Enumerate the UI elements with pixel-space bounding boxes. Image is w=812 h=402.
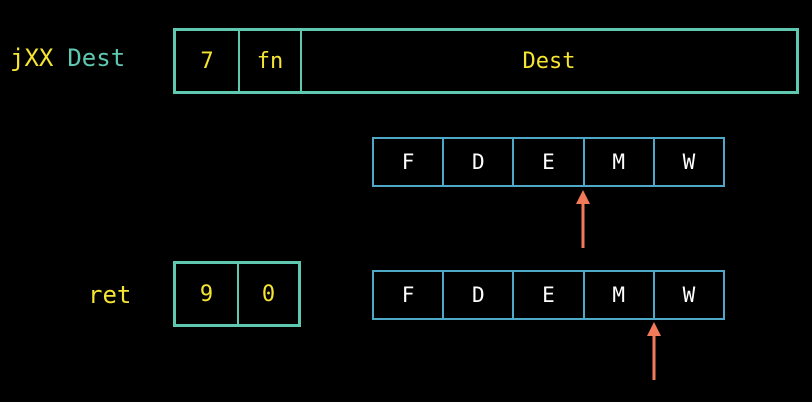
jxx-dest-field: Dest [300,31,796,91]
stage-decode: D [442,139,512,185]
ret-ifun-field: 0 [236,264,298,324]
stage-writeback: W [652,272,723,318]
stage-writeback: W [652,139,723,185]
jxx-ifun-field: fn [238,31,300,91]
jxx-encoding-box: 7 fn Dest [173,28,799,94]
arrow-up-icon [576,190,590,248]
ret-mnemonic: ret [88,281,132,309]
stage-memory: M [582,272,653,318]
pipeline-jxx: F D E M W [372,137,725,187]
jxx-mnemonic: jXX [10,44,54,72]
arrow-up-icon [647,322,661,380]
ret-icode-field: 9 [199,281,214,307]
jxx-operand: Dest [67,44,126,72]
stage-decode: D [442,272,512,318]
jxx-icode-field: 7 [200,48,214,74]
pipeline-ret: F D E M W [372,270,725,320]
stage-fetch: F [401,283,415,307]
ret-encoding-box: 9 0 [173,261,301,327]
stage-execute: E [512,139,582,185]
stage-memory: M [582,139,653,185]
stage-fetch: F [401,150,415,174]
stage-execute: E [512,272,582,318]
jxx-instruction-label: jXX Dest [10,46,125,70]
